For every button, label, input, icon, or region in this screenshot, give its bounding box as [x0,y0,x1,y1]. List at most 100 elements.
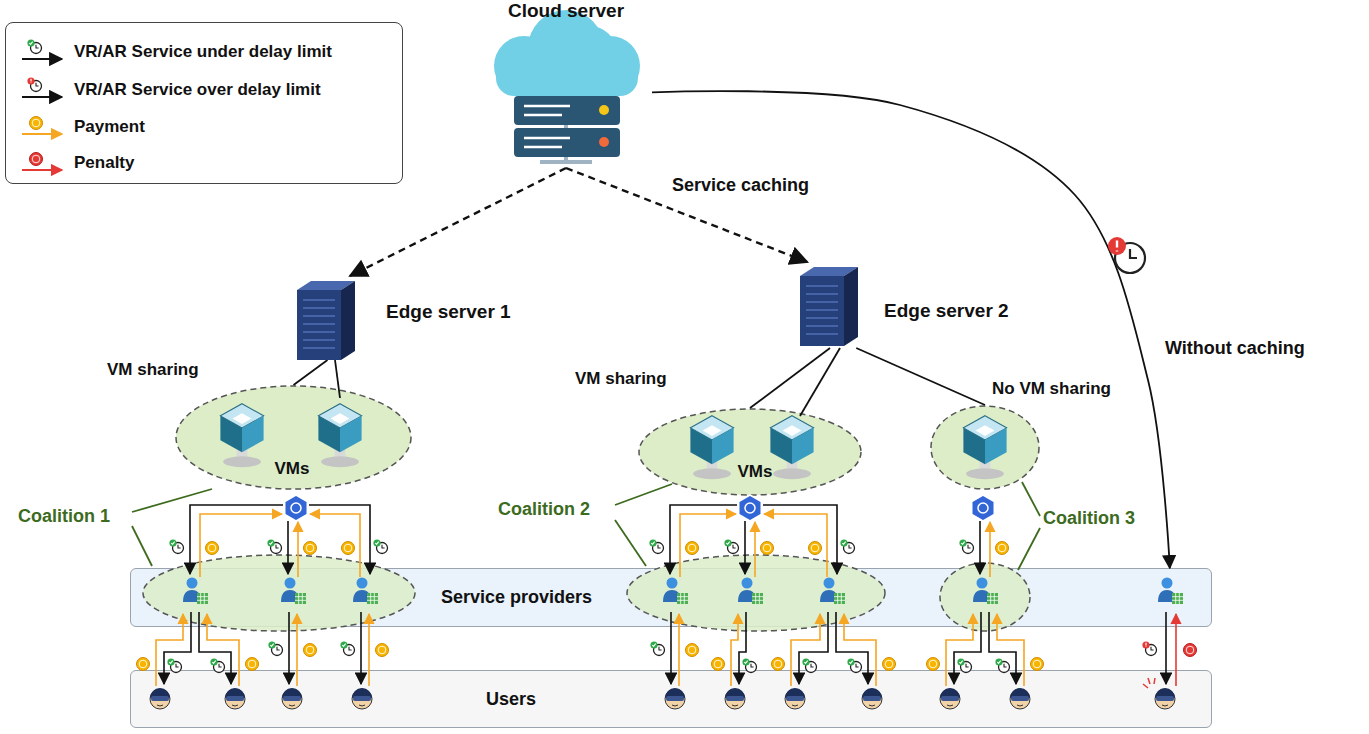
vm-group: VM sharingVMs [175,385,412,490]
provider-icon [1158,578,1183,605]
clock-icon [267,539,281,553]
clock-icon [210,658,224,672]
service-flow [979,521,981,574]
connector [294,360,328,385]
vm-group-outline [930,405,1040,490]
coin-icon [772,658,785,671]
wire [800,348,840,416]
legend-text: Penalty [74,153,134,173]
clock-icon [840,539,854,553]
provider-icon [663,578,688,605]
vm-icon [220,404,263,467]
coin-icon [342,542,355,555]
coalition-label: Coalition 2 [498,499,590,521]
coin-icon [712,658,725,671]
node-caption: VMs [738,462,773,482]
user-icon [1010,688,1030,709]
clock-icon [957,658,971,672]
service-flow [199,612,231,684]
clock-icon [268,641,282,655]
node-title: VM sharing [575,369,667,389]
connector [350,168,566,276]
vm-group-ellipse [931,406,1039,489]
delay-warning-icon [1108,237,1145,273]
coin-icon [246,658,259,671]
coin-icon [206,542,219,555]
user-icon [225,688,245,709]
service-flow [954,612,981,684]
service-flow [744,521,746,574]
node-title: VM sharing [107,360,199,380]
service-flow [368,614,370,686]
provider-icon [820,578,845,605]
vm-group-ellipse [639,409,861,495]
user-icon [862,688,882,709]
coin-icon [304,644,317,657]
orchestrator-icon [972,495,995,521]
service-flow [200,514,282,577]
orchestrator-icon [739,495,762,521]
coin-icon [1184,644,1197,657]
connector [856,348,985,405]
coin-icon [304,542,317,555]
legend-text: Payment [74,117,145,137]
legend-box: VR/AR Service under delay limitVR/AR Ser… [5,22,403,184]
node-title: Edge server 2 [884,300,1009,323]
user-icon [150,688,170,709]
legend-sample [22,133,62,135]
service-flow [739,612,746,684]
service-flow [297,522,299,577]
cloud-server: Cloud server [480,0,652,168]
connector [750,348,830,408]
legend-sample [22,169,62,171]
legend-text: VR/AR Service under delay limit [74,42,332,62]
service-flow [164,612,191,684]
penalty-burst [1143,678,1155,688]
leader-line [1022,482,1040,516]
coin-icon [1031,658,1044,671]
service-flow [731,614,738,686]
user-icon [725,688,745,709]
service-flow [360,612,362,684]
vm-icon [963,416,1006,479]
service-flow [678,614,680,686]
coalition-ellipse [143,555,415,631]
coin-icon [883,658,896,671]
service-flow [1165,612,1167,684]
coalition-ellipse [627,555,885,631]
user-icon [665,688,685,709]
user-band: Users [130,670,1212,728]
service-flow [946,614,973,686]
vm-icon [770,416,813,479]
service-flow [989,522,991,577]
legend-sample [22,58,62,60]
edge-server: Edge server 1 [290,276,540,360]
clock-icon [995,658,1009,672]
user-icon [282,688,302,709]
clock-icon [167,658,181,672]
service-flow [754,522,756,577]
coin-icon [809,542,822,555]
service-flow [799,612,828,684]
provider-icon [973,578,998,605]
clock-icon [27,39,41,53]
annotation: Without caching [1165,338,1305,360]
annotation: Service caching [672,175,809,197]
service-flow [288,612,290,684]
clock-icon [1142,641,1156,655]
service-flow [844,614,876,686]
user-icon [940,688,960,709]
coalition-label: Coalition 1 [18,506,110,528]
service-flow [989,612,1016,684]
clock-icon [373,539,387,553]
node-title: No VM sharing [992,379,1111,399]
clock-icon [802,658,816,672]
service-flow [207,614,239,686]
clock-icon [742,658,756,672]
node-title: Service providers [441,587,592,609]
leader-line [132,489,212,512]
node-caption: VMs [275,459,310,479]
